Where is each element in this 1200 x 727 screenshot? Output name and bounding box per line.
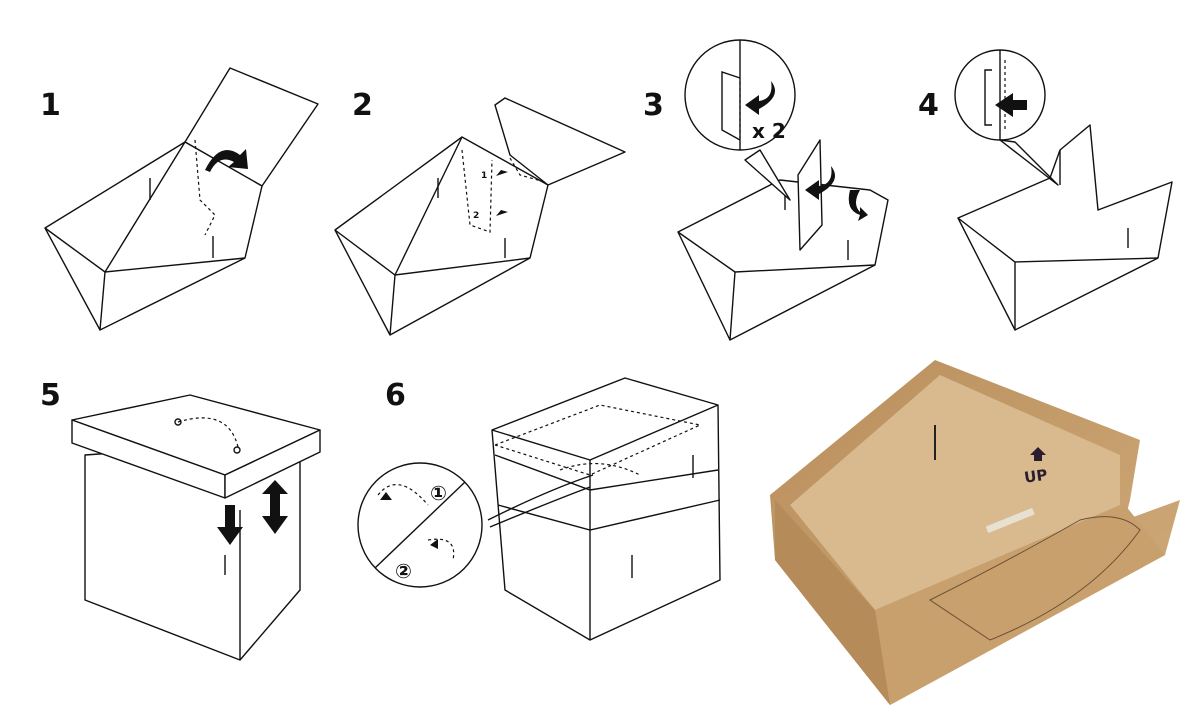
box-body	[334, 136, 549, 336]
box-body	[44, 141, 263, 331]
callout-label: ②	[395, 559, 412, 583]
step-5: 5	[40, 378, 321, 661]
up-arrow-icon	[1030, 447, 1046, 461]
press-arrow-icon	[217, 480, 288, 545]
fold-arrow-icon	[745, 81, 775, 115]
sub-label: 2	[473, 211, 479, 221]
step-number: 3	[643, 88, 664, 123]
step-2: 2 1 2	[334, 88, 626, 336]
callout-tail	[744, 149, 791, 201]
fold-arrow-icon	[805, 166, 868, 221]
swivel-arrow-icon	[380, 492, 438, 549]
fold-arrow-icon	[205, 149, 248, 172]
inner-flap	[797, 139, 823, 251]
step-number: 1	[40, 88, 61, 123]
sub-label: 1	[481, 171, 487, 181]
lid-flap	[494, 97, 626, 186]
step-3: 3 x 2	[643, 39, 889, 341]
box-body	[677, 179, 889, 341]
callout-tail	[999, 139, 1059, 186]
step-number: 5	[40, 378, 61, 413]
step-number: 6	[385, 378, 406, 413]
box-body	[957, 124, 1173, 331]
step-number: 4	[918, 88, 939, 123]
assembled-box-photo: UP	[770, 360, 1180, 705]
callout-label: ①	[430, 481, 447, 505]
step-number: 2	[352, 88, 373, 123]
up-label: UP	[1023, 466, 1048, 487]
push-arrow-icon	[496, 170, 508, 216]
box-body	[491, 377, 721, 641]
step-4: 4	[918, 49, 1173, 331]
step-1: 1	[40, 67, 319, 331]
callout-text: x 2	[752, 119, 786, 143]
push-arrow-icon	[995, 93, 1027, 117]
step-6: 6 ① ②	[357, 377, 721, 641]
